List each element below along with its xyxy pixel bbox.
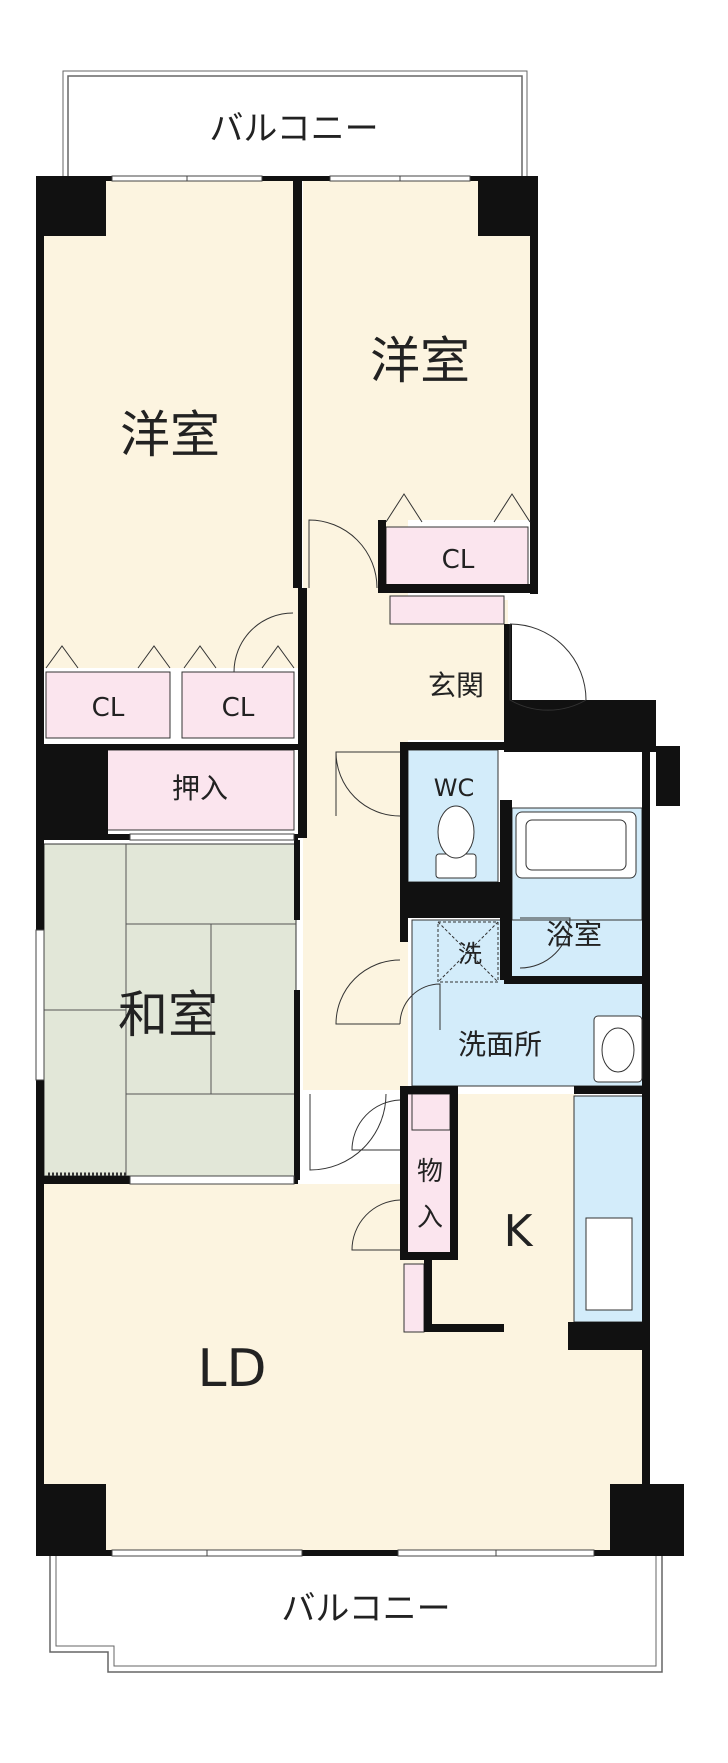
kitchen-sink <box>585 1217 633 1311</box>
bathroom-label: 浴室 <box>546 918 602 951</box>
closet-right-label: CL <box>442 545 475 575</box>
windows <box>35 175 595 1557</box>
kitchen-floor <box>458 1094 650 1554</box>
kitchen-label: K <box>504 1206 534 1257</box>
washer-space <box>437 921 499 983</box>
storage-label-line1: 物 <box>417 1157 443 1187</box>
balcony-bottom <box>49 1555 663 1673</box>
washer-label: 洗 <box>458 940 482 968</box>
washroom-label: 洗面所 <box>458 1028 542 1061</box>
western-room-left <box>42 180 298 668</box>
toilet-label: WC <box>434 774 475 802</box>
oshiire-label: 押入 <box>172 772 228 805</box>
closet-left-b-label: CL <box>222 693 255 723</box>
toilet-fixture <box>435 805 477 879</box>
closet-door-marks <box>45 493 531 669</box>
balcony-top-label: バルコニー <box>209 109 378 149</box>
tatami-room <box>43 843 297 1177</box>
closet-left-a-label: CL <box>92 693 125 723</box>
storage-area-2 <box>403 1263 425 1333</box>
japanese-room-label: 和室 <box>118 986 218 1044</box>
western-room-left-label: 洋室 <box>120 406 220 464</box>
storage-small-top <box>411 1093 451 1131</box>
living-dining-label: LD <box>197 1339 266 1399</box>
storage-label-line2: 入 <box>417 1203 443 1233</box>
western-room-right <box>303 180 531 520</box>
walls <box>36 176 684 1556</box>
closet-left-a <box>45 671 171 739</box>
doors <box>233 519 587 1251</box>
entrance-label: 玄関 <box>428 669 484 702</box>
balcony-bottom-label: バルコニー <box>281 1589 450 1629</box>
balcony-top <box>62 70 528 180</box>
bathtub <box>515 811 637 879</box>
closet-strip <box>389 595 505 625</box>
closet-left-b <box>181 671 295 739</box>
western-room-right-label: 洋室 <box>370 332 470 390</box>
wash-basin <box>593 1015 643 1083</box>
